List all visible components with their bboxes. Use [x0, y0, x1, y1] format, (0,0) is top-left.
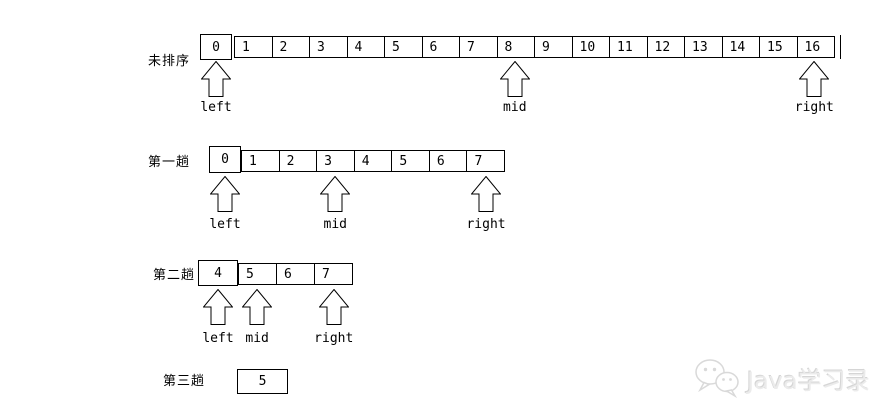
- pointer-label-right: right: [794, 100, 834, 115]
- array-cell: 6: [276, 264, 314, 284]
- up-arrow-icon: [200, 60, 232, 97]
- watermark-text: Java学习录: [747, 366, 870, 395]
- wechat-icon: [694, 358, 740, 399]
- array-cell: 1: [249, 153, 257, 169]
- array-cell: 5: [246, 266, 254, 282]
- array-cell: 4: [346, 37, 385, 57]
- array-cell: 11: [609, 37, 647, 57]
- pointer-label-mid: mid: [503, 100, 527, 115]
- pointer-label-left: left: [209, 217, 241, 232]
- up-arrow-icon: [318, 288, 350, 325]
- array-head-cell: 0: [200, 34, 232, 60]
- pointer-label-mid: mid: [323, 217, 347, 232]
- result-cell: 5: [237, 369, 288, 394]
- array-cell: 8: [496, 37, 535, 57]
- array-cell: 9: [534, 37, 572, 57]
- array-cell: 5: [384, 37, 422, 57]
- array-head-cell: 0: [209, 146, 241, 173]
- up-arrow-icon: [470, 175, 502, 212]
- pointer-label-right: right: [314, 331, 354, 346]
- pointer-label-right: right: [466, 217, 506, 232]
- pointer-label-left: left: [200, 100, 232, 115]
- pass-label: 第一趟: [148, 155, 191, 170]
- array-cell: 2: [271, 37, 310, 57]
- array-cell: 6: [428, 151, 467, 171]
- array-cell: 3: [316, 151, 354, 171]
- array-cell: 12: [646, 37, 685, 57]
- pass-label: 未排序: [148, 54, 191, 69]
- array-cell: 3: [309, 37, 347, 57]
- up-arrow-icon: [798, 60, 830, 97]
- pointer-label-mid: mid: [245, 331, 269, 346]
- pass-label: 第二趟: [153, 268, 196, 283]
- array-cell: 1: [242, 39, 250, 55]
- array-head-cell: 4: [198, 260, 238, 286]
- array-cell: 10: [571, 37, 610, 57]
- up-arrow-icon: [499, 60, 531, 97]
- pass-label: 第三趟: [163, 374, 206, 389]
- array-cell: 14: [721, 37, 760, 57]
- array-cell: 7: [459, 37, 497, 57]
- array-cell: 7: [466, 151, 504, 171]
- pointer-label-left: left: [202, 331, 234, 346]
- up-arrow-icon: [319, 175, 351, 212]
- up-arrow-icon: [241, 288, 273, 325]
- array-cell: 15: [759, 37, 797, 57]
- up-arrow-icon: [209, 175, 241, 212]
- array-cell: 7: [314, 264, 352, 284]
- array-cell: 16: [796, 37, 835, 57]
- array-cell: 5: [391, 151, 429, 171]
- watermark: Java学习录: [694, 358, 870, 399]
- array-cell: 6: [421, 37, 460, 57]
- array-cell: 2: [278, 151, 317, 171]
- array-end-tick: [840, 35, 841, 59]
- up-arrow-icon: [202, 288, 234, 325]
- array-cell: 13: [684, 37, 722, 57]
- array-cell: 4: [353, 151, 392, 171]
